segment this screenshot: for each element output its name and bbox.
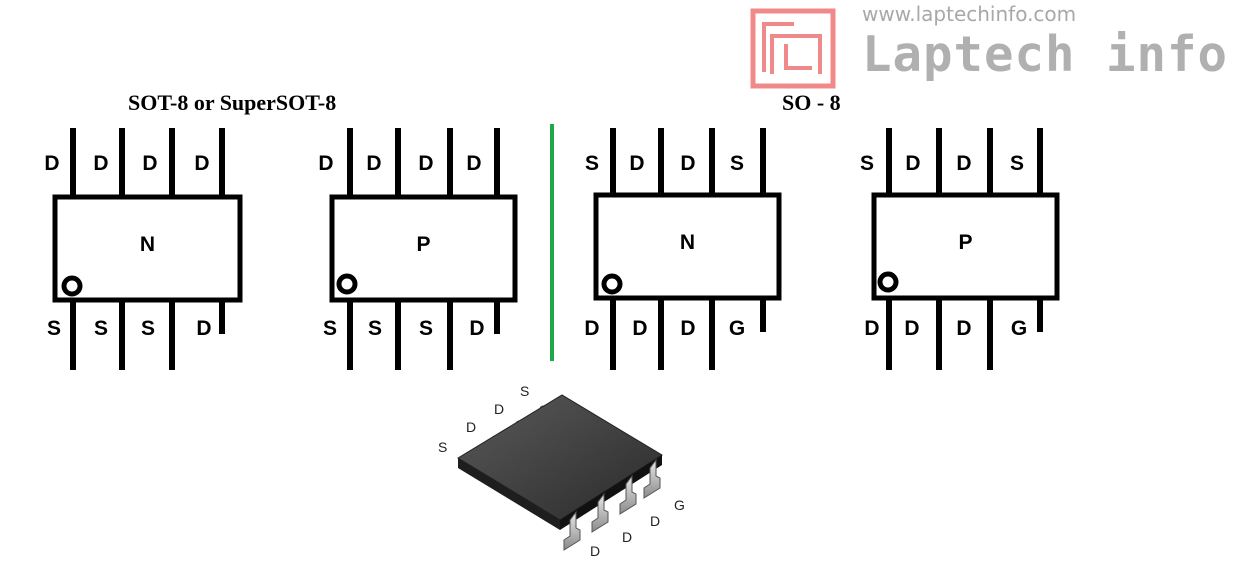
laptechinfo-logo-icon <box>750 8 836 89</box>
chip-body <box>329 194 518 303</box>
pin1-marker-icon <box>61 275 83 297</box>
package-lead <box>619 474 637 515</box>
top-pin-label: S <box>1010 152 1024 175</box>
watermark-brand: Laptech info <box>862 26 1229 83</box>
package-pin-label: S <box>520 383 529 399</box>
top-pin-label: S <box>730 152 744 175</box>
chip-type-label: N <box>680 231 695 254</box>
bottom-pin-label: D <box>584 317 599 340</box>
top-pin-label: D <box>629 152 644 175</box>
chip-4: P S D D S D D D G <box>860 128 1060 370</box>
package-side <box>458 458 560 530</box>
package-side <box>560 455 662 530</box>
package-lead <box>591 492 609 533</box>
top-pin-label: D <box>956 152 971 175</box>
pin1-marker-icon <box>601 273 623 295</box>
bottom-pin-label: S <box>323 317 337 340</box>
bottom-pin-label: D <box>680 317 695 340</box>
package-pin-label: D <box>494 401 504 417</box>
package-pin-label: D <box>590 543 600 559</box>
watermark-url: www.laptechinfo.com <box>862 2 1077 26</box>
package-pin-label: G <box>674 497 685 513</box>
top-pin-label: D <box>905 152 920 175</box>
chip-3: N S D D S D D D G <box>584 128 782 370</box>
top-pin-label: D <box>93 152 108 175</box>
bottom-pin-label: D <box>632 317 647 340</box>
chip-type-label: P <box>416 233 430 256</box>
pinout-diagrams: N D D D D S S S D P D D D D S S S D N S D D S D D D G P S D D S D D D G <box>44 128 1060 370</box>
top-pin-label: D <box>194 152 209 175</box>
section-heading-sot8: SOT-8 or SuperSOT-8 <box>128 90 337 115</box>
top-pin-label: D <box>366 152 381 175</box>
package-pin-label: D <box>622 529 632 545</box>
bottom-pin-label: S <box>94 317 108 340</box>
package-pin-label: D <box>466 419 476 435</box>
top-pin-label: D <box>318 152 333 175</box>
pin1-marker-icon <box>877 271 899 293</box>
bottom-pin-label: D <box>469 317 484 340</box>
bottom-pin-label: D <box>864 317 879 340</box>
top-pin-label: D <box>418 152 433 175</box>
chip-body <box>593 192 782 301</box>
bottom-pin-label: S <box>47 317 61 340</box>
package-lead <box>563 510 581 551</box>
top-pin-label: S <box>585 152 599 175</box>
bottom-pin-label: S <box>141 317 155 340</box>
package-pin-label: D <box>650 513 660 529</box>
top-pin-label: D <box>142 152 157 175</box>
top-pin-label: D <box>466 152 481 175</box>
chip-type-label: N <box>140 233 155 256</box>
section-divider <box>550 124 554 361</box>
bottom-pin-label: S <box>368 317 382 340</box>
chip-type-label: P <box>958 231 972 254</box>
chip-body <box>871 192 1060 301</box>
bottom-pin-label: D <box>956 317 971 340</box>
bottom-pin-label: D <box>196 317 211 340</box>
package-pin-label: S <box>438 439 447 455</box>
bottom-pin-label: D <box>904 317 919 340</box>
bottom-pin-label: S <box>419 317 433 340</box>
bottom-pin-label: G <box>1011 317 1027 340</box>
bottom-pin-label: G <box>729 317 745 340</box>
chip-body <box>52 194 243 303</box>
top-pin-label: S <box>860 152 874 175</box>
pin1-marker-icon <box>336 273 358 295</box>
top-pin-label: D <box>44 152 59 175</box>
chip-1: N D D D D S S S D <box>44 128 243 370</box>
top-pin-label: D <box>680 152 695 175</box>
package-lead <box>643 458 661 499</box>
section-heading-so8: SO - 8 <box>782 90 841 115</box>
chip-2: P D D D D S S S D <box>318 128 518 370</box>
